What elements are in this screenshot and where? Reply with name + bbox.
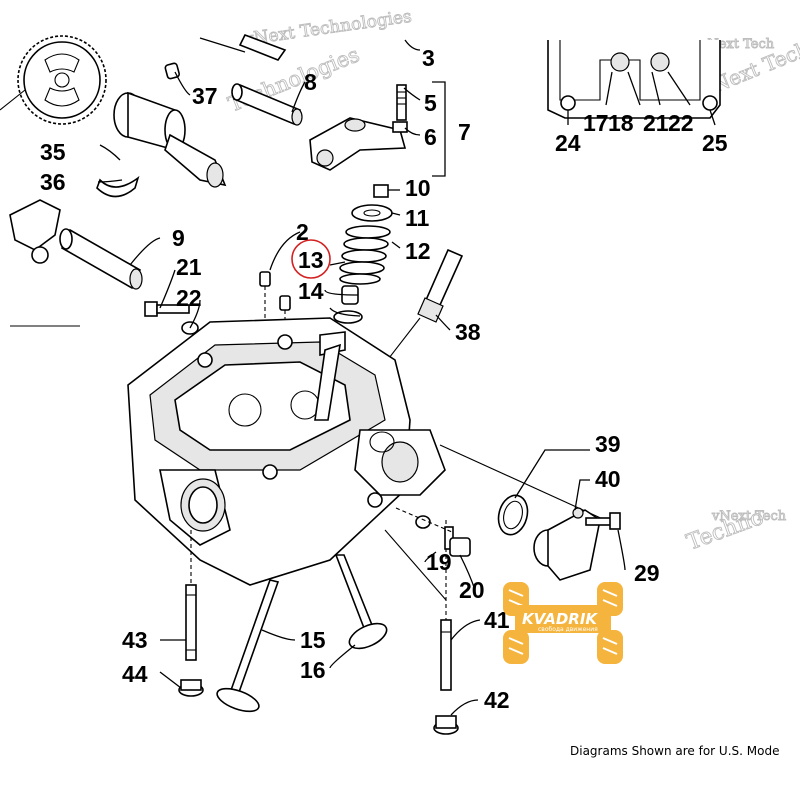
watermark-text: vNext Tech	[711, 509, 787, 524]
nut-42-part	[433, 715, 459, 735]
logo-tagline: свобода движения	[538, 626, 598, 633]
callout-36: 36	[40, 169, 66, 195]
camshaft	[113, 91, 227, 188]
intake-fitting-part	[533, 507, 601, 581]
callout-39: 39	[595, 431, 621, 457]
callout-8: 8	[304, 69, 317, 95]
callout-38: 38	[455, 319, 481, 345]
callout-22: 18	[608, 110, 634, 136]
callout-17: 19	[426, 549, 452, 575]
callout-21: 17	[583, 110, 609, 136]
callout-labels: 3 5 6 7 8 37 35 36 9 21 22 10 11 12 2 13…	[40, 45, 728, 713]
cam-sprocket	[0, 35, 107, 125]
callout-3: 3	[422, 45, 435, 71]
callout-25: 25	[702, 130, 728, 156]
oring-39-part	[497, 494, 529, 536]
adjuster-nut-part	[392, 121, 408, 133]
bolt-19-part	[144, 301, 190, 317]
spring-retainer-part	[351, 204, 393, 222]
callout-9: 9	[172, 225, 185, 251]
callout-44: 44	[122, 661, 148, 687]
part-3-fragment	[238, 33, 287, 61]
bolt-29-part	[585, 512, 621, 530]
rocker-shaft-part	[231, 83, 303, 126]
footer-note: Diagrams Shown are for U.S. Mode	[570, 744, 779, 758]
callout-18: 20	[459, 577, 485, 603]
rocker-shaft-lower-part	[59, 228, 143, 290]
valve-spring-part	[339, 225, 391, 285]
callout-13: 13	[298, 247, 324, 273]
callout-29: 29	[634, 560, 660, 586]
callout-10: 10	[405, 175, 431, 201]
valve-keeper-part	[373, 184, 389, 198]
tire-tread-graphic	[503, 582, 623, 664]
dowel-pin-part	[259, 271, 271, 287]
cam-clip-part	[96, 175, 140, 198]
nut-44-part	[178, 679, 204, 697]
leader-lines	[97, 39, 716, 716]
intake-valve-part	[334, 554, 388, 650]
callout-14: 14	[298, 278, 324, 304]
callout-42: 42	[484, 687, 510, 713]
dowel-pin-part	[279, 295, 291, 311]
callout-40: 40	[595, 466, 621, 492]
callout-13-highlight-circle	[291, 239, 331, 279]
callout-43: 43	[122, 627, 148, 653]
exhaust-valve-part	[216, 579, 280, 713]
callout-19: 21	[176, 254, 202, 280]
callout-24: 24	[555, 130, 581, 156]
callout-11: 11	[405, 205, 430, 231]
adjuster-screw-part	[396, 84, 407, 121]
head-detail-inset	[547, 40, 721, 119]
callout-7: 7	[458, 119, 471, 145]
callout-2: 2	[296, 219, 309, 245]
callout-21: 21	[643, 110, 669, 136]
callout-6: 6	[424, 124, 437, 150]
rocker-arm-left-part	[9, 199, 61, 264]
callout-22: 22	[668, 110, 694, 136]
kvadrik-logo: KVADRIK свобода движения	[503, 582, 623, 664]
callout-12: 12	[405, 238, 431, 264]
logo-wordmark: KVADRIK	[522, 610, 598, 628]
rocker-arm-assembly	[309, 84, 408, 171]
callout-16: 16	[300, 657, 326, 683]
stud-43-part	[185, 530, 197, 661]
callout-35: 35	[40, 139, 66, 165]
callout-15: 15	[300, 627, 326, 653]
callout-5: 5	[424, 90, 437, 116]
bolt-18-part	[444, 526, 471, 557]
cylinder-head-part	[127, 317, 446, 586]
callout-37: 37	[192, 83, 218, 109]
callout-20: 22	[176, 285, 202, 311]
